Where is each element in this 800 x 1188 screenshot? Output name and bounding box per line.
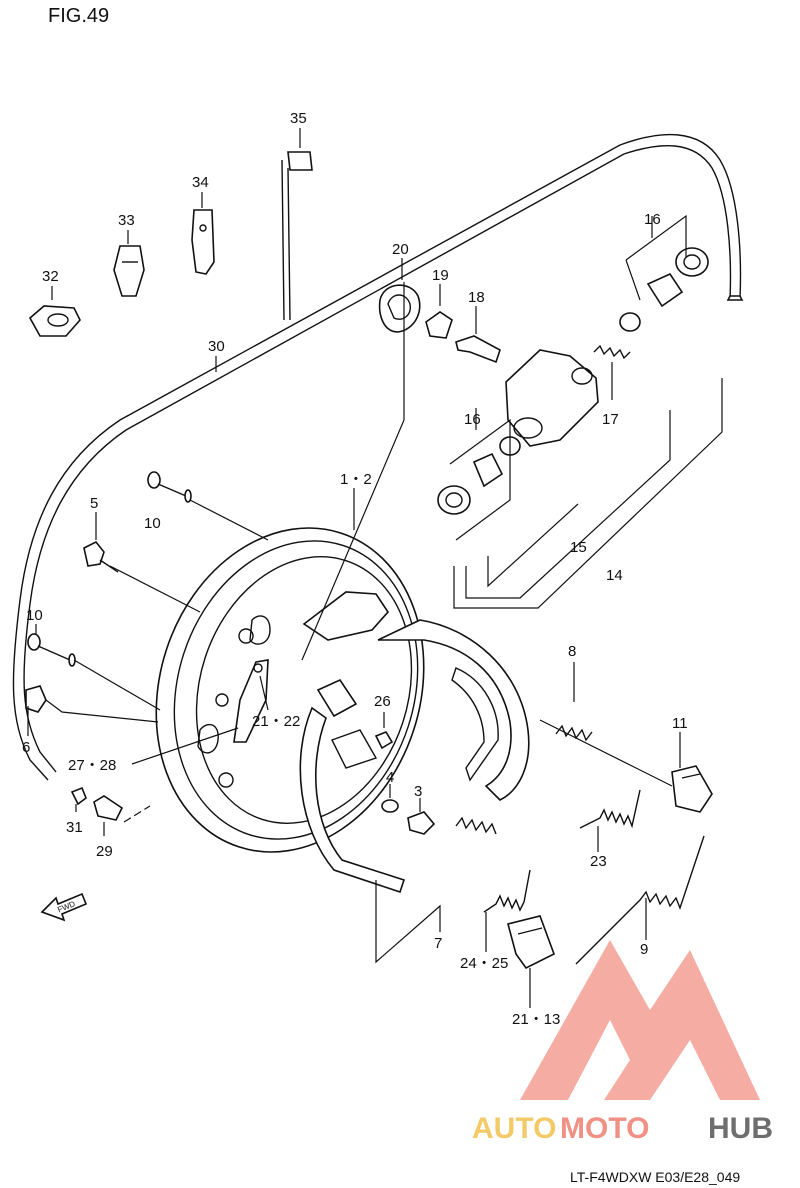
figure-title: FIG.49 — [48, 5, 109, 27]
callout-10-lower: 10 — [26, 607, 43, 624]
clamp-part-35 — [281, 128, 313, 321]
piston-cup-set-16-lower — [437, 408, 521, 541]
pin-part-10-lower — [27, 633, 76, 667]
callout-11: 11 — [672, 715, 688, 732]
drawing-code: LT-F4WDXW E03/E28_049 — [570, 1169, 740, 1185]
cap-part-19 — [425, 284, 453, 339]
callout-33: 33 — [118, 212, 135, 229]
callout-14: 14 — [606, 567, 623, 584]
callout-16-upper: 16 — [644, 211, 661, 228]
watermark-mark-icon — [520, 940, 760, 1100]
watermark-auto: AUTO — [472, 1112, 556, 1145]
clip-part-33 — [113, 230, 145, 297]
callout-21-22: 21・22 — [252, 713, 300, 730]
shoe-bracket-7 — [375, 880, 441, 964]
spring-part-8b — [455, 816, 497, 835]
bolt-part-3 — [407, 811, 436, 835]
watermark-logo: AUTO MOTO HUB — [472, 940, 773, 1145]
callout-29: 29 — [96, 843, 113, 860]
pin-part-10-upper — [147, 471, 192, 503]
callout-9: 9 — [640, 941, 648, 958]
bolt-part-5 — [83, 540, 119, 573]
fitting-part-29 — [93, 795, 124, 821]
brake-hose-part-30 — [12, 133, 744, 781]
brake-shoe-part-7-front — [377, 619, 530, 801]
nut-part-4 — [381, 799, 399, 813]
callout-32: 32 — [42, 268, 59, 285]
clip-part-31 — [70, 786, 87, 806]
grommet-part-6 — [25, 685, 47, 713]
spring-part-23 — [579, 789, 641, 829]
kit-bracket-15b — [487, 503, 579, 588]
clip-part-34 — [191, 192, 215, 275]
retainer-part-21-13 — [507, 915, 555, 970]
callout-34: 34 — [192, 174, 209, 191]
boot-part-20 — [378, 258, 421, 333]
callout-21-13: 21・13 — [512, 1011, 560, 1028]
spring-part-24-25 — [483, 869, 531, 913]
wheel-cylinder-body — [505, 349, 599, 447]
callout-35: 35 — [290, 110, 307, 127]
callout-19: 19 — [432, 267, 449, 284]
callout-27-28: 27・28 — [68, 757, 116, 774]
bleeder-screw-part-18 — [455, 306, 501, 364]
callout-6: 6 — [22, 739, 30, 756]
callout-30: 30 — [208, 338, 225, 355]
adjuster-part-11 — [671, 765, 713, 813]
cylinder-mount — [302, 591, 390, 641]
kit-bracket-15 — [465, 410, 671, 599]
callout-31: 31 — [66, 819, 83, 836]
callout-15: 15 — [570, 539, 587, 556]
callout-26: 26 — [374, 693, 391, 710]
callout-18: 18 — [468, 289, 485, 306]
callout-8: 8 — [568, 643, 576, 660]
leader-lines — [27, 282, 681, 1008]
fwd-arrow-icon: FWD — [40, 892, 88, 922]
callout-7: 7 — [434, 935, 442, 952]
callout-16-lower: 16 — [464, 411, 481, 428]
clip-part-32 — [28, 286, 81, 337]
brake-shoe-part-7-rear — [299, 678, 406, 894]
callout-24-25: 24・25 — [460, 955, 508, 972]
callout-labels: 35 34 33 32 30 20 19 18 16 16 17 15 14 1… — [22, 110, 688, 1028]
callout-20: 20 — [392, 241, 409, 258]
spring-part-17 — [593, 344, 631, 400]
spring-part-8 — [555, 724, 593, 742]
callout-17: 17 — [602, 411, 619, 428]
kit-bracket-14 — [453, 378, 723, 609]
callout-3: 3 — [414, 783, 422, 800]
callout-23: 23 — [590, 853, 607, 870]
watermark-hub: HUB — [708, 1112, 773, 1145]
callout-5: 5 — [90, 495, 98, 512]
spring-part-9 — [575, 835, 705, 965]
lever-part-21-22 — [233, 659, 269, 743]
callout-1-2: 1・2 — [340, 471, 372, 488]
callout-4: 4 — [386, 769, 394, 786]
watermark-moto: MOTO — [560, 1112, 649, 1145]
piston-cup-set-16-upper — [619, 214, 709, 332]
callout-10-upper: 10 — [144, 515, 161, 532]
clip-part-26 — [374, 731, 394, 750]
